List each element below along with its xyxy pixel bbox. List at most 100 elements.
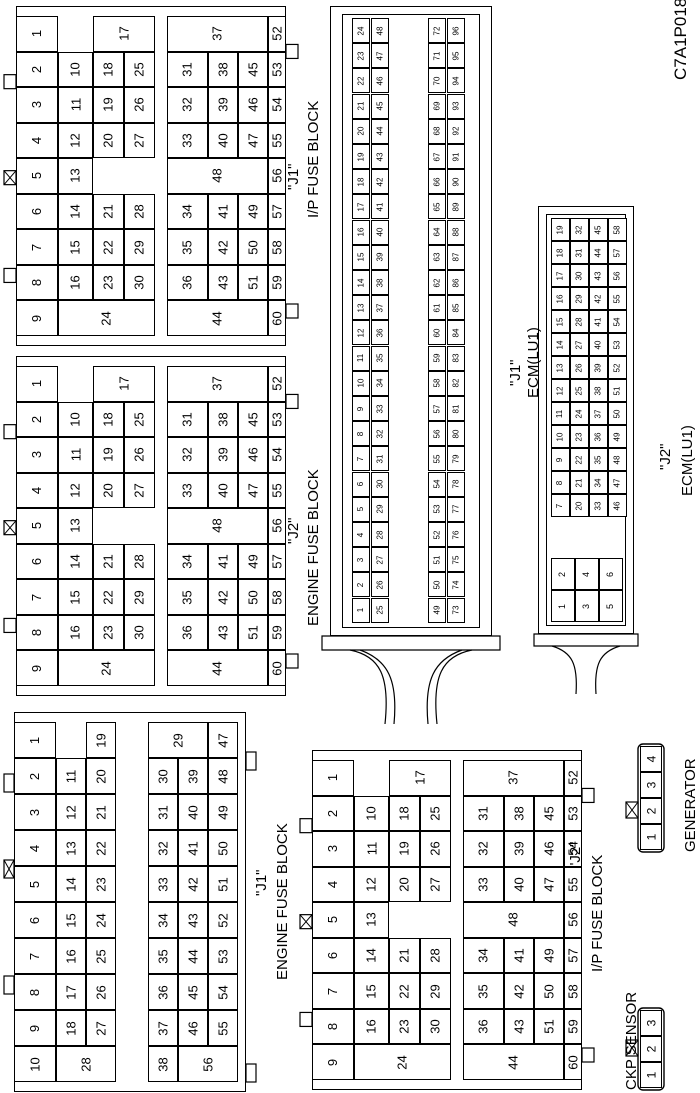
ecm-j2-pin-27: 27 [570,333,589,356]
jf1-cavity-5: 5 [14,866,56,902]
ecm-j1-pin-96-number: 96 [451,26,460,35]
jf1-cavity-53: 53 [208,938,238,974]
engine-j2-cavity-28-number: 28 [132,554,147,569]
ecm-j2-pin-7: 7 [551,494,570,517]
ecm-j2-pin-49: 49 [608,425,627,448]
ip-j1-cavity-42: 42 [208,229,238,265]
jf1-tab-b-cross-b [3,859,15,879]
ecm-j1-pin-10-number: 10 [356,378,365,388]
ecm-j1-pin-47: 47 [371,43,389,69]
ecm-j2-pin-13: 13 [551,356,570,379]
ecm-j1-pin-75: 75 [447,547,465,573]
ip-fuse-block-label: I/P FUSE BLOCK [305,100,322,218]
engine-j2-cavity-25-number: 25 [132,412,147,427]
ecm-j1-pin-57-number: 57 [432,404,441,413]
ecm-j1-pin-47-number: 47 [375,51,384,61]
jf1-cavity-24-number: 24 [93,912,109,928]
ip-j1-cavity-47: 47 [238,122,268,159]
ip-j1-cavity-22: 22 [93,229,124,265]
jf1-cavity-22: 22 [86,830,116,866]
ip-j2-cavity-60: 60 [564,1044,582,1080]
generator-pin-3-number: 3 [644,781,658,789]
jf1-cavity-26: 26 [86,974,116,1010]
engine-j2-cavity-45: 45 [238,401,268,438]
ecm-j1-pin-45: 45 [371,93,389,119]
ip-j1-cavity-2-number: 2 [29,65,45,73]
ecm-j1-pin-7: 7 [352,446,370,472]
ecm-j2-pin-47-number: 47 [612,478,622,487]
jf1-cavity-19-number: 19 [93,732,109,748]
ecm-j1-pin-35-number: 35 [375,353,384,363]
ecm-j1-pin-11: 11 [352,345,370,371]
ip-j1-cavity-18: 18 [93,51,124,88]
ip-j2-cavity-42: 42 [504,973,534,1009]
ecm-j1-pin-93-number: 93 [451,101,460,111]
ecm-j1-pin-92-number: 92 [451,126,460,136]
ip-j1-cavity-33: 33 [167,122,208,159]
ip-j2-cavity-45-number: 45 [541,806,557,821]
ecm-j1-pin-15: 15 [352,244,370,270]
jf1-cavity-55: 55 [208,1010,238,1046]
engine-j2-cavity-33: 33 [167,472,208,509]
ecm-j1-pin-40: 40 [371,219,389,245]
ip-j1-cavity-8: 8 [16,264,58,301]
ecm-j1-pin-37-number: 37 [375,303,384,313]
ecm-j1-pin-32-number: 32 [375,429,384,439]
ecm-j1-pin-12: 12 [352,320,370,346]
ip-j2-cavity-50: 50 [534,973,564,1009]
engine-j2-cavity-24-number: 24 [99,660,114,676]
ecm-j1-pin-48-number: 48 [375,26,384,35]
ip-j2-cavity-3: 3 [312,831,354,867]
ip-j1-cavity-20-number: 20 [101,133,116,148]
jf1-cavity-46-number: 46 [185,1020,201,1036]
engine-j2-tab-a [3,424,17,440]
engine-j2-tab-b-cross-b [3,520,17,535]
j1-ecm-label: "J1" [507,359,524,387]
jf1-cavity-33: 33 [148,866,178,902]
ecm-j2-latch-base [533,633,639,647]
ip-j2-cavity-59-number: 59 [565,1019,581,1034]
ecm-j2-pin-22-number: 22 [574,455,584,464]
ip-j2-cavity-8-number: 8 [325,1023,341,1031]
ip-j2-cavity-33: 33 [463,866,504,903]
ecm-j2-pin-38: 38 [589,379,608,402]
ecm-j2-pin-21: 21 [570,471,589,494]
ecm-j2-pin-32-number: 32 [574,225,584,234]
ecm-j1-pin-79-number: 79 [451,454,460,464]
jf1-cavity-11-number: 11 [63,769,79,783]
ip-j2-cavity-54: 54 [564,831,582,867]
ecm-j1-pin-66: 66 [428,169,446,195]
engine-j2-cavity-47: 47 [238,472,268,509]
ecm-j1-pin-49: 49 [428,597,446,623]
ip-j1-cavity-59-number: 59 [269,275,285,290]
ecm-j1-pin-41-number: 41 [375,202,384,212]
ecm-j2-pin-8: 8 [551,471,570,494]
jf1-cavity-38: 38 [148,1046,178,1082]
ip-j1-cavity-60: 60 [268,300,286,336]
generator-lock-cross-b [625,801,639,819]
ecm-j1-pin-83: 83 [447,345,465,371]
ip-j2-cavity-39: 39 [504,831,534,867]
ecm-j2-pin-58: 58 [608,218,627,241]
ecm-j1-pin-13: 13 [352,295,370,321]
ip-j2-cavity-52-number: 52 [565,770,581,785]
ip-j2-cavity-23-number: 23 [397,1019,412,1034]
ip-j2-cavity-43-number: 43 [511,1019,527,1034]
ecm-j1-pin-74-number: 74 [451,580,460,590]
ecm-j2-pin-19-number: 19 [555,225,565,234]
engine-j2-cavity-17-number: 17 [116,376,132,391]
engine-j2-cavity-56-number: 56 [269,518,285,534]
ip-j2-cavity-36-number: 36 [476,1019,491,1034]
ip-j1-cavity-46-number: 46 [245,97,261,113]
engine-j2-cavity-1: 1 [16,366,58,402]
ecm-j1-pin-37: 37 [371,295,389,321]
ecm-j1-pin-93: 93 [447,93,465,119]
ecm-j1-pin-54: 54 [428,471,446,497]
ip-j1-cavity-32: 32 [167,87,208,123]
ip-j2-cavity-18: 18 [389,795,420,832]
ecm-j2-pin-19: 19 [551,218,570,241]
engine-j2-cavity-19: 19 [93,437,124,473]
ecm-j1-pin-22: 22 [352,68,370,94]
ecm-j1-pin-52-number: 52 [432,530,441,539]
